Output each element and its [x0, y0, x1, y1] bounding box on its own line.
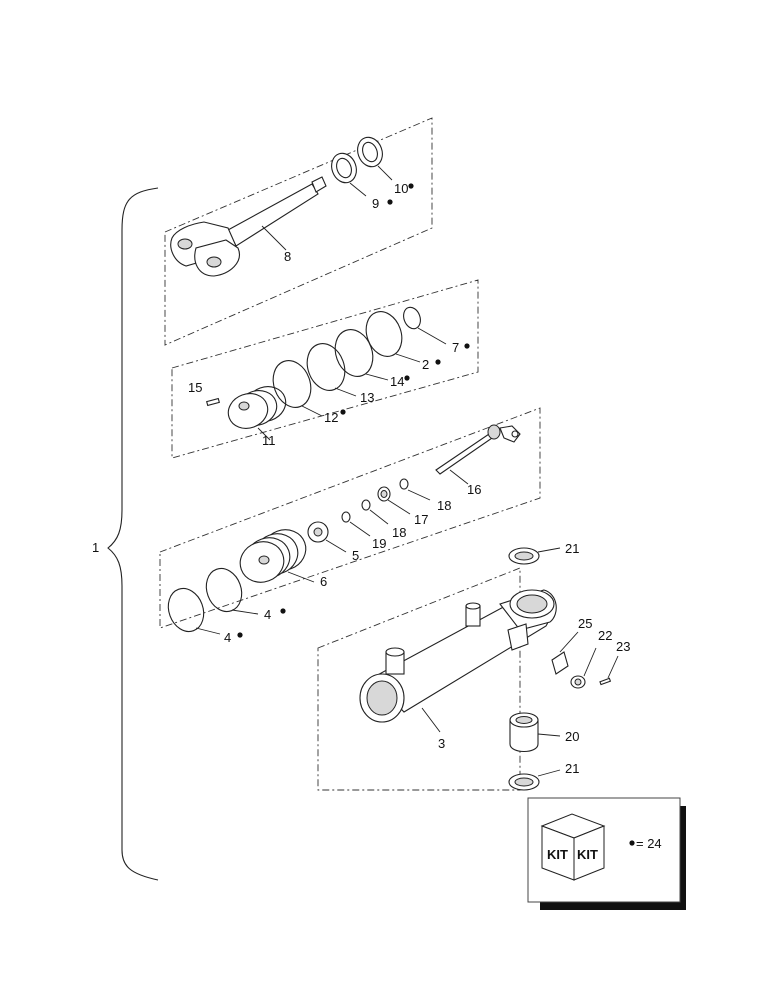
spacer-17: 17 [377, 486, 428, 527]
cylinder-barrel-3: 3 [359, 589, 557, 751]
callout-13: 13 [360, 390, 374, 405]
callout-6: 6 [320, 574, 327, 589]
bushing-20: 20 [509, 712, 579, 753]
ring-18-lower: 18 [361, 499, 406, 540]
ring-13: 13 [306, 343, 374, 405]
group-outlines [159, 117, 541, 791]
callout-22: 22 [598, 628, 612, 643]
rod-seal-10: 10 [357, 136, 414, 196]
callout-1: 1 [92, 540, 99, 555]
callout-25: 25 [578, 616, 592, 631]
kit-legend: KIT KIT = 24 [527, 797, 686, 910]
bushing-seal-21-lower: 21 [508, 761, 579, 791]
callout-9: 9 [372, 196, 379, 211]
ring-4-lower: 4 [167, 587, 243, 645]
kit-marker-legend [629, 840, 635, 846]
callout-15: 15 [188, 380, 202, 395]
ring-4-upper: 4 [205, 567, 286, 622]
piston-11: 11 [227, 386, 287, 448]
bushing-seal-21-upper: 21 [508, 541, 579, 565]
callout-4a: 4 [264, 607, 271, 622]
callout-16: 16 [467, 482, 481, 497]
callout-5: 5 [352, 548, 359, 563]
callout-21a: 21 [565, 541, 579, 556]
o-ring-7: 7 [403, 306, 470, 355]
assembly-brace [107, 187, 159, 881]
fitting-22: 22 [570, 628, 612, 689]
screw-23: 23 [599, 639, 630, 686]
kit-marker-7 [464, 343, 470, 349]
callout-8: 8 [284, 249, 291, 264]
callout-14: 14 [390, 374, 404, 389]
rod-seal-9: 9 [331, 152, 393, 211]
kit-cube-label-left: KIT [547, 847, 568, 862]
callout-10: 10 [394, 181, 408, 196]
piston-valve-group-outline [159, 407, 541, 629]
callout-19: 19 [372, 536, 386, 551]
ring-14: 14 [334, 329, 410, 389]
callout-3: 3 [438, 736, 445, 751]
kit-icon: KIT KIT [540, 813, 606, 881]
callout-18a: 18 [437, 498, 451, 513]
nut-5: 5 [307, 521, 359, 563]
kit-marker-10 [408, 183, 414, 189]
piston-seal-group-outline [171, 279, 479, 459]
ring-2: 2 [365, 311, 441, 372]
kit-marker-4-lower [237, 632, 243, 638]
assembly-callout: 1 [92, 540, 99, 555]
kit-marker-2 [435, 359, 441, 365]
callout-4b: 4 [224, 630, 231, 645]
callout-18b: 18 [392, 525, 406, 540]
callout-17: 17 [414, 512, 428, 527]
seal-ring-12: 12 [272, 360, 346, 425]
callout-12: 12 [324, 410, 338, 425]
callout-23: 23 [616, 639, 630, 654]
kit-cube-label-right: KIT [577, 847, 598, 862]
kit-marker-9 [387, 199, 393, 205]
bracket-25: 25 [551, 616, 592, 675]
pin-15: 15 [188, 380, 220, 407]
callout-2: 2 [422, 357, 429, 372]
piston-valve-6: 6 [239, 529, 327, 589]
o-ring-19: 19 [341, 511, 386, 551]
piston-rod-callout: 8 [261, 225, 291, 264]
kit-marker-4-upper [280, 608, 286, 614]
ring-18-upper: 18 [399, 478, 451, 513]
callout-21b: 21 [565, 761, 579, 776]
piston-rod [170, 176, 327, 277]
kit-legend-text: = 24 [636, 836, 662, 851]
rod-group-outline [164, 117, 433, 346]
callout-20: 20 [565, 729, 579, 744]
kit-marker-12 [340, 409, 346, 415]
valve-rod-16: 16 [435, 424, 521, 497]
callout-7: 7 [452, 340, 459, 355]
callout-11: 11 [262, 433, 276, 448]
kit-marker-14 [404, 375, 410, 381]
